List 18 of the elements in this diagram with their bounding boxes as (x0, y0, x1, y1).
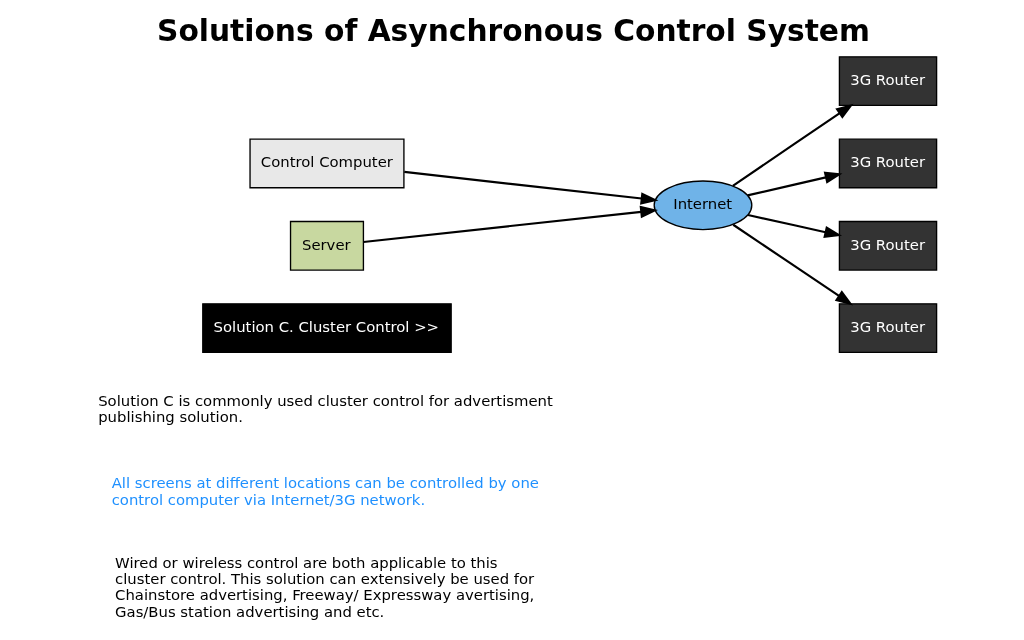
arrow (363, 205, 658, 244)
node-box: 3G Router (838, 303, 938, 354)
arrow (732, 103, 854, 187)
arrow (732, 223, 854, 306)
node-box: Solution C. Cluster Control >> (202, 303, 452, 354)
node-ellipse: Internet (653, 180, 753, 231)
node-box: Control Computer (249, 138, 405, 189)
node-box: 3G Router (838, 56, 938, 107)
node-box: Server (289, 220, 365, 271)
arrow (747, 213, 843, 239)
arrow (747, 171, 843, 197)
node-box: 3G Router (838, 220, 938, 271)
node-box: 3G Router (838, 138, 938, 189)
label: All screens at different locations can be controlled by one control computer via Internet/3G network. (111, 474, 539, 508)
diagram-title: Solutions of Asynchronous Control System (157, 13, 870, 49)
label: Wired or wireless control are both applicable to this cluster control. This solution can extensively be used for Chainstore advertising, Freeway/ Expressway avertising, Gas/Bus station advertising and etc. (115, 554, 535, 620)
arrow (404, 170, 659, 205)
label: Solution C is commonly used cluster control for advertisment publishing solution. (98, 392, 553, 426)
